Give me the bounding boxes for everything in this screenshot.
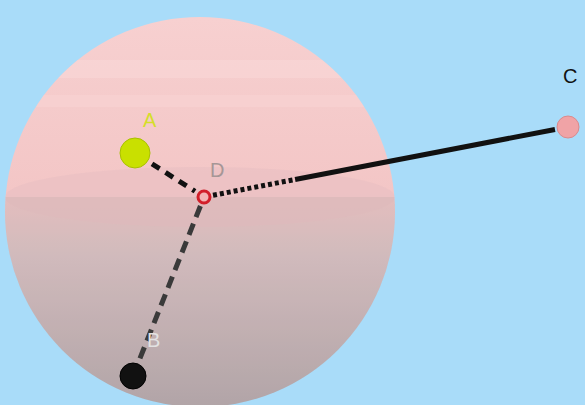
- segment: [213, 179, 295, 195]
- segment: [152, 164, 195, 191]
- ball-shape: [195, 188, 213, 206]
- point-label: D: [210, 159, 224, 181]
- point-ball: C: [555, 114, 581, 140]
- point-ball: A: [118, 136, 152, 170]
- ball-shape: [555, 114, 581, 140]
- point-label: A: [143, 109, 156, 131]
- segment: [139, 206, 200, 361]
- sphere-shading: [0, 60, 420, 405]
- segment: [295, 130, 555, 180]
- connector-line: [152, 164, 195, 191]
- connector-line: [213, 130, 555, 196]
- ball-shape: [118, 136, 152, 170]
- point-ball: B: [118, 361, 148, 391]
- center-point: D: [195, 188, 213, 206]
- point-label: B: [147, 329, 160, 351]
- ball-shape: [118, 361, 148, 391]
- point-label: C: [563, 65, 577, 87]
- connector-line: [139, 206, 200, 361]
